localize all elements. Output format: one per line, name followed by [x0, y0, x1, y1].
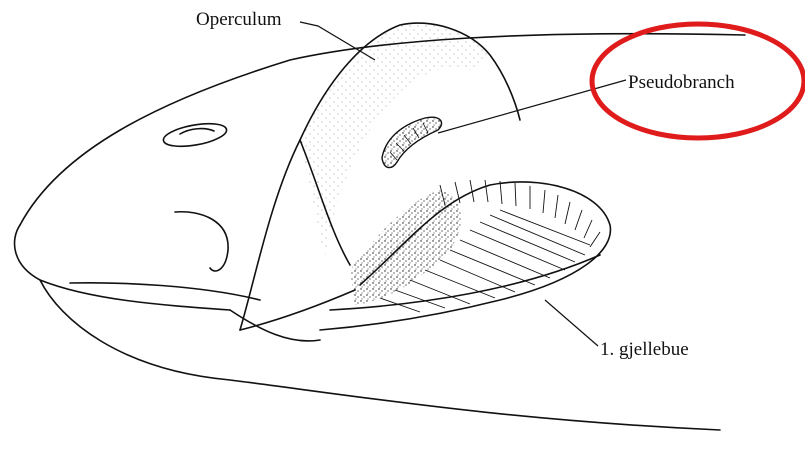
- pseudobranch-structure: [382, 117, 442, 167]
- gill-arch-leader: [545, 300, 598, 346]
- pseudobranch-label: Pseudobranch: [628, 73, 735, 92]
- nostril-icon: [162, 120, 229, 151]
- gill-arch-label: 1. gjellebue: [600, 340, 689, 359]
- pseudobranch-leader: [438, 80, 626, 133]
- snout-outline: [15, 225, 230, 310]
- operculum-label: Operculum: [196, 10, 281, 29]
